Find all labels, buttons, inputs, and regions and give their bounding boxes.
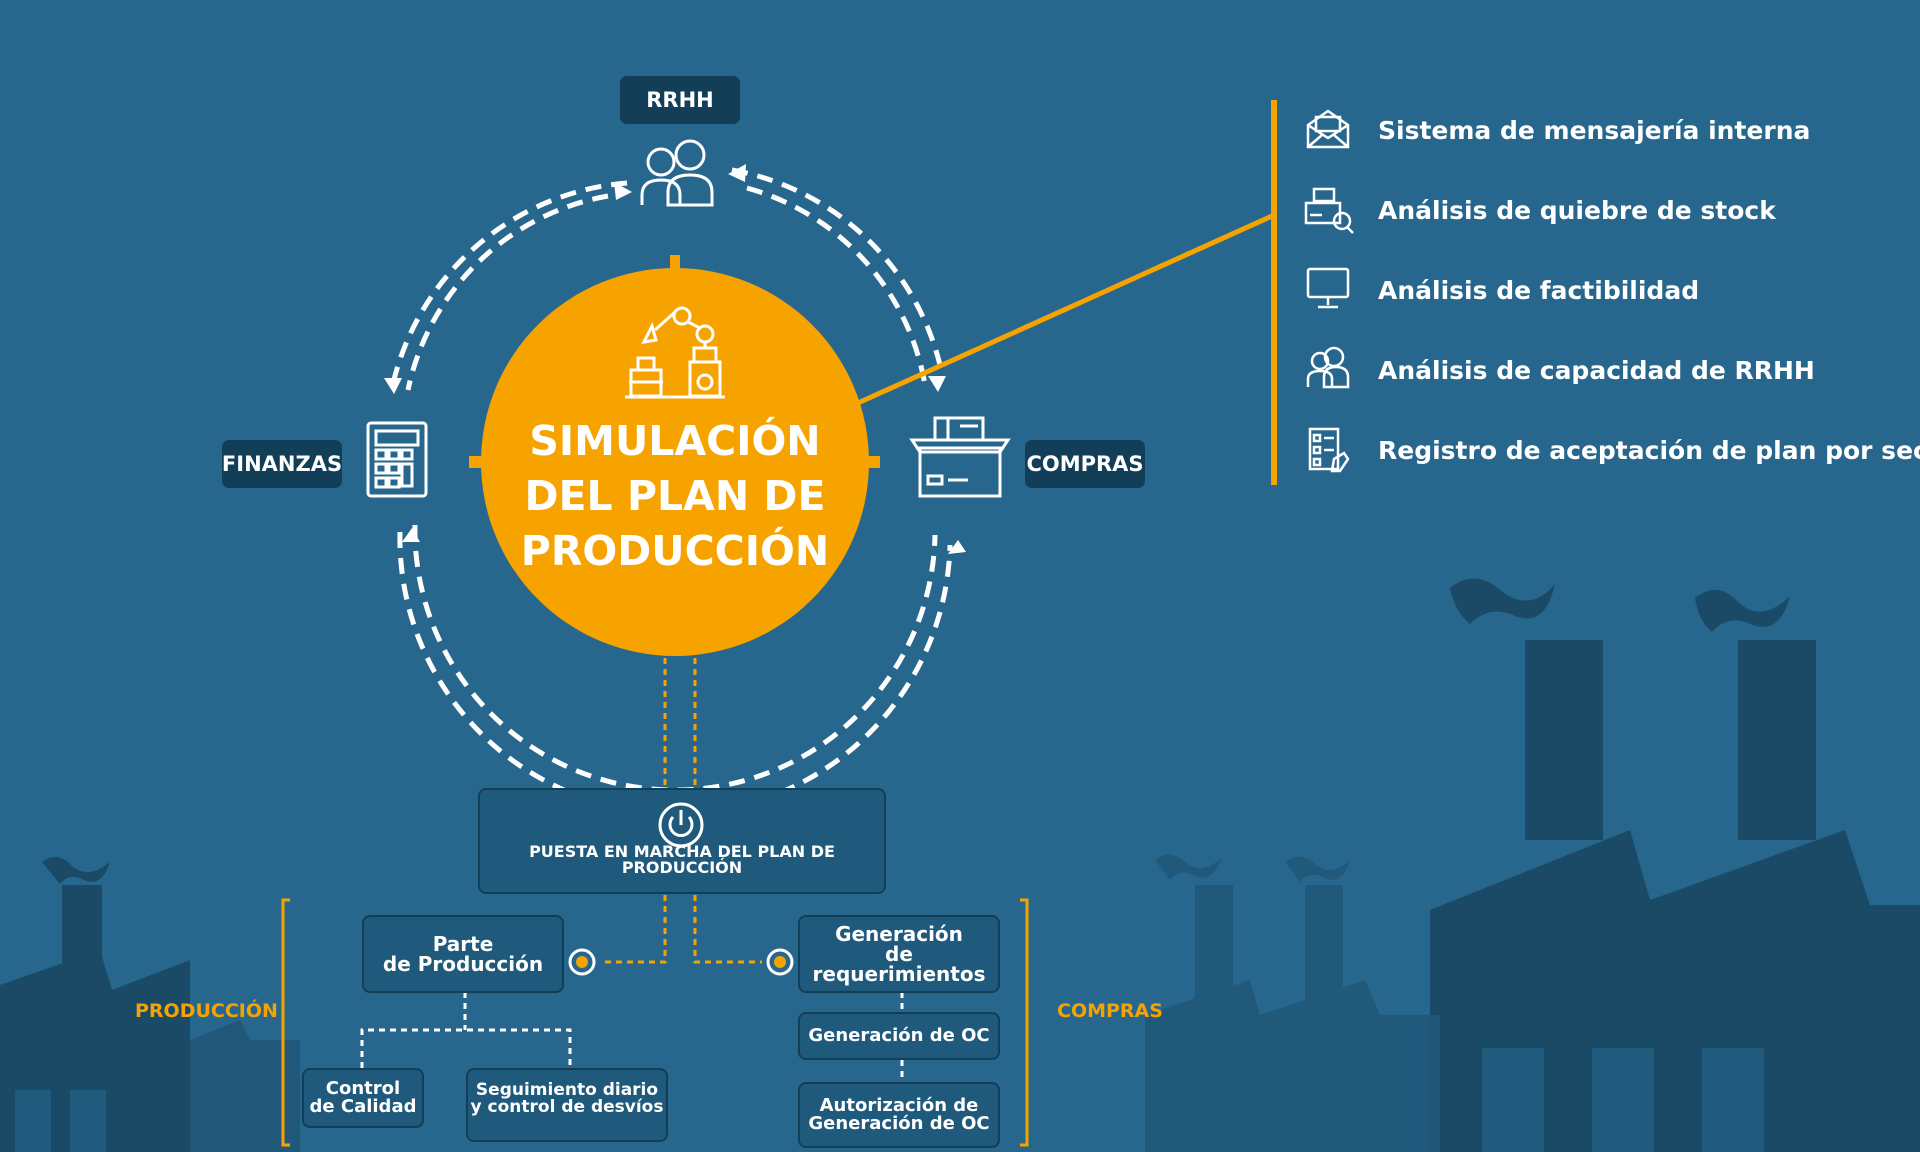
feature-label: Análisis de capacidad de RRHH [1378,355,1815,385]
center-title: SIMULACIÓN DEL PLAN DE PRODUCCIÓN [490,414,860,579]
feature-item: Análisis de factibilidad [1300,265,1699,315]
generacion-requerimientos-box: Generación de requerimientos [798,915,1000,993]
generacion-line2: de requerimientos [812,942,986,986]
factory-silhouette-middle [1145,854,1440,1152]
feature-item: Registro de aceptación de plan por secto… [1300,425,1920,475]
center-circle [481,268,869,656]
seguimiento-line2: y control de desvíos [470,1097,664,1117]
section-brackets [281,898,1029,1147]
feature-label: Registro de aceptación de plan por secto… [1378,435,1920,465]
generacion-oc-box: Generación de OC [798,1012,1000,1060]
production-section-label: PRODUCCIÓN [135,1000,278,1022]
parte-line2: de Producción [382,952,544,976]
autorizacion-line1: Autorización de [819,1095,979,1116]
autorizacion-line2: Generación de OC [808,1113,990,1134]
node-finanzas: FINANZAS [222,440,342,488]
feature-item: Análisis de capacidad de RRHH [1300,345,1815,395]
flow-dots [568,948,794,976]
stock-search-icon [1304,187,1354,234]
generacion-line1: Generación [835,922,963,946]
node-rrhh: RRHH [620,76,740,124]
monitor-icon [1306,267,1350,309]
center-title-line3: PRODUCCIÓN [520,527,830,575]
tree-lines [360,992,904,1082]
flow-lines [600,658,762,964]
compras-section-label: COMPRAS [1057,1000,1163,1022]
launch-box: PUESTA EN MARCHA DEL PLAN DE PRODUCCIÓN [478,788,886,894]
control-line2: de Calidad [309,1096,417,1117]
factory-silhouette-right [1430,578,1920,1152]
parte-line1: Parte [432,932,494,956]
feature-label: Análisis de factibilidad [1378,275,1700,305]
features-bracket-bar [1271,100,1277,485]
checklist-icon [1308,427,1350,473]
center-title-line1: SIMULACIÓN [529,417,821,465]
feature-item: Sistema de mensajería interna [1300,105,1810,155]
center-title-line2: DEL PLAN DE [524,472,826,520]
autorizacion-oc-box: Autorización de Generación de OC [798,1082,1000,1148]
seguimiento-box: Seguimiento diario y control de desvíos [466,1068,668,1142]
calculator-icon [366,421,428,498]
users-icon [1306,346,1350,389]
parte-produccion-box: Parte de Producción [362,915,564,993]
control-line1: Control [325,1078,401,1099]
node-compras: COMPRAS [1025,440,1145,488]
feature-item: Análisis de quiebre de stock [1300,185,1776,235]
robot-arm-icon [625,306,725,399]
feature-label: Análisis de quiebre de stock [1378,195,1776,225]
envelope-icon [1306,109,1350,149]
connector-to-features [856,213,1274,406]
factory-silhouette-left [0,856,300,1152]
power-icon [658,802,704,848]
control-calidad-box: Control de Calidad [302,1068,424,1128]
feature-label: Sistema de mensajería interna [1378,115,1811,145]
package-icon [909,416,1011,498]
rrhh-users-icon [640,139,714,207]
oc-label: Generación de OC [808,1025,990,1046]
launch-label: PUESTA EN MARCHA DEL PLAN DE PRODUCCIÓN [529,842,835,877]
cycle-arrowheads [384,164,966,554]
seguimiento-line1: Seguimiento diario [475,1080,659,1100]
